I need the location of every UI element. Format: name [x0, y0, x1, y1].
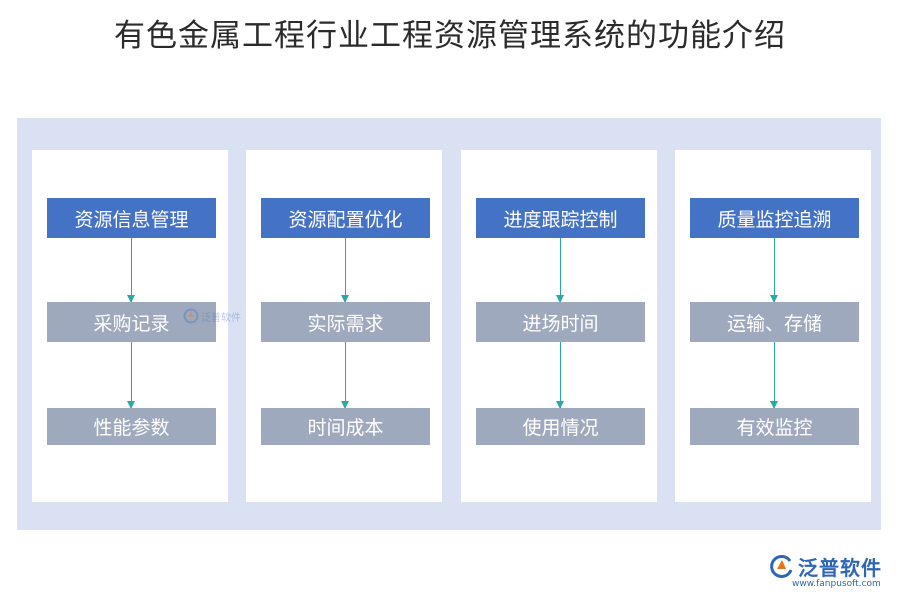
diagram-panel: 资源信息管理 采购记录 性能参数 资源配置优化 实际需求 时间成本 进度跟踪控制… — [17, 118, 881, 530]
column-header: 资源信息管理 — [47, 198, 216, 238]
down-arrow — [556, 342, 564, 409]
watermark-faint: 泛普软件 — [183, 308, 241, 324]
brand-logo: 泛普软件 — [770, 552, 882, 581]
down-arrow — [341, 238, 349, 303]
column-item: 时间成本 — [261, 408, 430, 445]
down-arrow — [341, 342, 349, 409]
column-item: 进场时间 — [476, 302, 645, 342]
column-item: 运输、存储 — [690, 302, 859, 342]
column-item: 实际需求 — [261, 302, 430, 342]
column-item: 采购记录 — [47, 302, 216, 342]
column-item: 使用情况 — [476, 408, 645, 445]
column-header: 进度跟踪控制 — [476, 198, 645, 238]
column-header: 资源配置优化 — [261, 198, 430, 238]
column-item: 性能参数 — [47, 408, 216, 445]
column-card-2: 资源配置优化 实际需求 时间成本 — [246, 150, 442, 502]
brand-logo-icon — [770, 554, 793, 578]
brand-name: 泛普软件 — [798, 556, 882, 580]
down-arrow — [770, 342, 778, 409]
column-card-3: 进度跟踪控制 进场时间 使用情况 — [461, 150, 657, 502]
down-arrow — [556, 238, 564, 303]
watermark-text: 泛普软件 — [201, 312, 241, 324]
column-card-4: 质量监控追溯 运输、存储 有效监控 — [675, 150, 871, 502]
brand-logo-icon — [183, 308, 199, 324]
brand-url: www.fanpusoft.com — [792, 579, 881, 589]
column-card-1: 资源信息管理 采购记录 性能参数 — [32, 150, 228, 502]
down-arrow — [127, 342, 135, 409]
down-arrow — [127, 238, 135, 303]
page-title: 有色金属工程行业工程资源管理系统的功能介绍 — [114, 18, 786, 54]
column-header: 质量监控追溯 — [690, 198, 859, 238]
down-arrow — [770, 238, 778, 303]
column-item: 有效监控 — [690, 408, 859, 445]
